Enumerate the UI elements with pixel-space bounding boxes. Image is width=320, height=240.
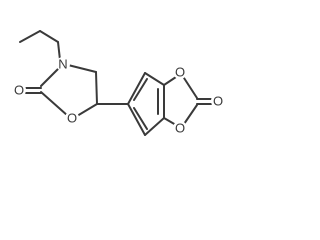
bond-benzene-to-o-top — [163, 76, 177, 86]
bond-benzene-2 — [144, 72, 165, 86]
bond-ch2-to-ch — [95, 71, 98, 105]
nitrogen-atom-label: N — [58, 57, 67, 72]
bond-n-to-carbonyl-carbon — [40, 66, 61, 87]
bond-o-bottom-to-carbonyl — [183, 104, 198, 125]
bond-benzene-inner-3 — [133, 107, 148, 130]
bond-benzene-4 — [144, 117, 165, 136]
oxygen-ring-left-label: O — [67, 111, 77, 126]
bond-o-top-to-carbonyl — [183, 77, 198, 99]
atom-labels: N O O O O O — [12, 57, 225, 136]
bond-isopropyl-methyl-right — [39, 30, 59, 43]
bond-benzene-5 — [127, 103, 146, 136]
bond-n-to-ch2 — [67, 64, 97, 73]
bonds — [19, 30, 212, 136]
bond-isopropyl-methyl-left — [19, 30, 41, 43]
oxygen-carbonyl-left-label: O — [14, 83, 24, 98]
oxygen-carbonyl-right-label: O — [213, 94, 223, 109]
bond-benzene-1 — [127, 72, 146, 105]
bond-benzene-to-o-bottom — [163, 117, 177, 126]
bond-ring-oxygen-to-carbonyl-carbon — [40, 91, 69, 117]
oxygen-ring-right-top-label: O — [175, 65, 185, 80]
bond-ch-to-ring-oxygen — [76, 103, 98, 117]
molecule-structure: N O O O O O — [12, 30, 225, 136]
bond-benzene-inner-1 — [133, 78, 148, 101]
oxygen-ring-right-bottom-label: O — [175, 121, 185, 136]
bond-isopropyl-to-nitrogen — [57, 41, 61, 61]
